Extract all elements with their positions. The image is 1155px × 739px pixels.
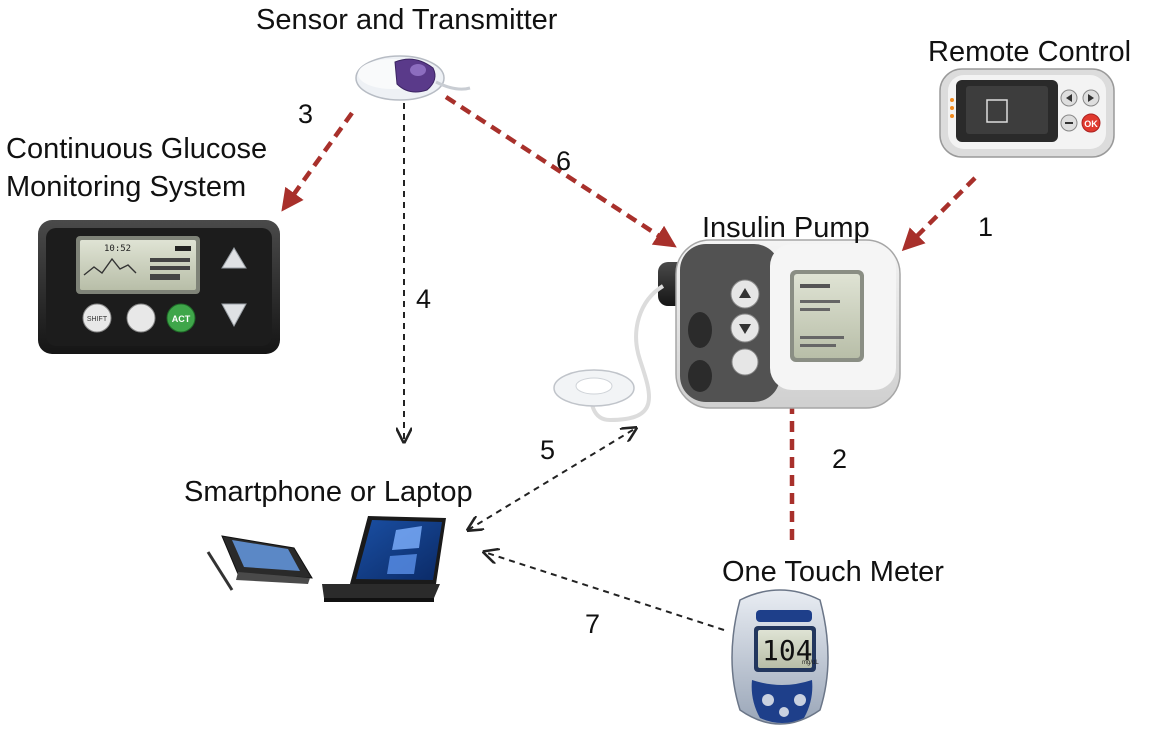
remote-control-label: Remote Control <box>928 36 1132 68</box>
remote-control-image: OK <box>939 68 1115 158</box>
smartphone-image <box>206 535 313 591</box>
cgm-label-line1: Continuous Glucose <box>6 133 268 165</box>
glucose-meter-image: 104 mg/dL <box>731 589 829 725</box>
arrow-label-3: 3 <box>298 99 314 129</box>
arrow-3 <box>281 111 354 212</box>
meter-unit-text: mg/dL <box>802 660 819 666</box>
cgm-device-image: 10:52 SHIFT ACT <box>38 220 280 354</box>
arrow-label-7: 7 <box>585 609 601 639</box>
cgm-shift-text: SHIFT <box>87 316 108 323</box>
arrow-7 <box>484 552 725 631</box>
sensor-transmitter-label: Sensor and Transmitter <box>256 4 558 36</box>
cgm-act-text: ACT <box>172 314 191 324</box>
arrow-1 <box>901 176 977 252</box>
smartphone-laptop-label: Smartphone or Laptop <box>184 476 473 508</box>
arrow-label-1: 1 <box>978 212 994 242</box>
insulin-pump-label: Insulin Pump <box>702 212 870 244</box>
remote-ok-text: OK <box>1084 119 1098 129</box>
insulin-pump-image <box>553 239 901 423</box>
sensor-transmitter-image <box>355 55 471 101</box>
cgm-time-text: 10:52 <box>104 244 131 254</box>
one-touch-meter-label: One Touch Meter <box>722 556 944 588</box>
meter-reading-text: 104 <box>762 634 813 667</box>
arrow-label-2: 2 <box>832 444 848 474</box>
arrow-label-5: 5 <box>540 435 556 465</box>
cgm-label-line2: Monitoring System <box>6 171 247 203</box>
arrow-label-4: 4 <box>416 284 432 314</box>
arrow-6 <box>444 95 677 248</box>
arrow-label-6: 6 <box>556 146 572 176</box>
laptop-image <box>322 516 446 602</box>
